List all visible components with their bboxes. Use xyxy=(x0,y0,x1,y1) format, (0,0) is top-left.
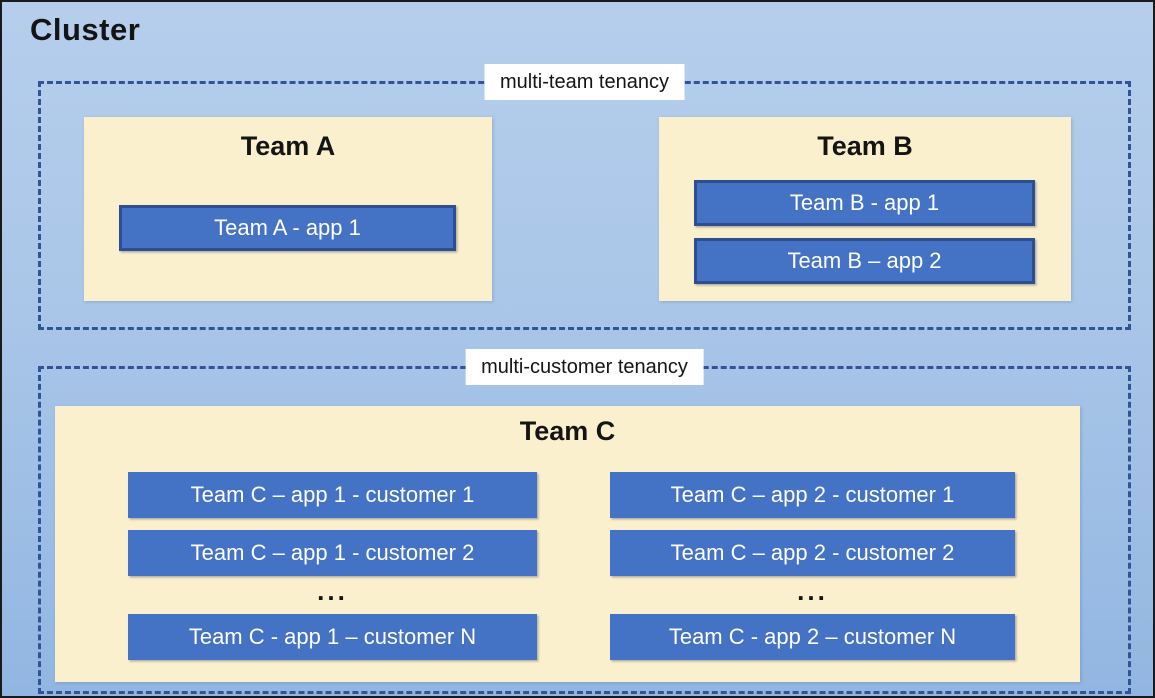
team-a-box: Team A Team A - app 1 xyxy=(84,117,492,301)
multi-customer-tenancy-region: multi-customer tenancy xyxy=(38,349,1131,694)
team-a-app-1-box: Team A - app 1 xyxy=(119,205,456,251)
team-c-box: Team C Team C – app 1 - customer 1 Team … xyxy=(55,406,1080,682)
team-b-title: Team B xyxy=(817,131,913,161)
team-c-app1-customer1-box: Team C – app 1 - customer 1 xyxy=(128,472,537,518)
team-c-app1-ellipsis: ... xyxy=(317,576,348,606)
multi-customer-tenancy-label: multi-customer tenancy xyxy=(465,349,704,385)
team-b-box: Team B Team B - app 1 Team B – app 2 xyxy=(659,117,1071,301)
team-c-app2-customerN-box: Team C - app 2 – customer N xyxy=(610,614,1015,660)
team-c-title: Team C xyxy=(519,416,616,446)
multi-team-tenancy-label: multi-team tenancy xyxy=(484,64,685,100)
team-c-app1-customer2-box: Team C – app 1 - customer 2 xyxy=(128,530,537,576)
team-a-title: Team A xyxy=(240,131,336,161)
team-c-app2-customer1-box: Team C – app 2 - customer 1 xyxy=(610,472,1015,518)
multi-team-tenancy-region: multi-team tenancy xyxy=(38,64,1131,330)
team-c-app2-customer2-box: Team C – app 2 - customer 2 xyxy=(610,530,1015,576)
team-c-app2-ellipsis: ... xyxy=(797,576,828,606)
team-b-app-1-box: Team B - app 1 xyxy=(694,180,1035,226)
cluster-title: Cluster xyxy=(30,12,141,47)
team-c-app1-customerN-box: Team C - app 1 – customer N xyxy=(128,614,537,660)
team-b-app-2-box: Team B – app 2 xyxy=(694,238,1035,284)
